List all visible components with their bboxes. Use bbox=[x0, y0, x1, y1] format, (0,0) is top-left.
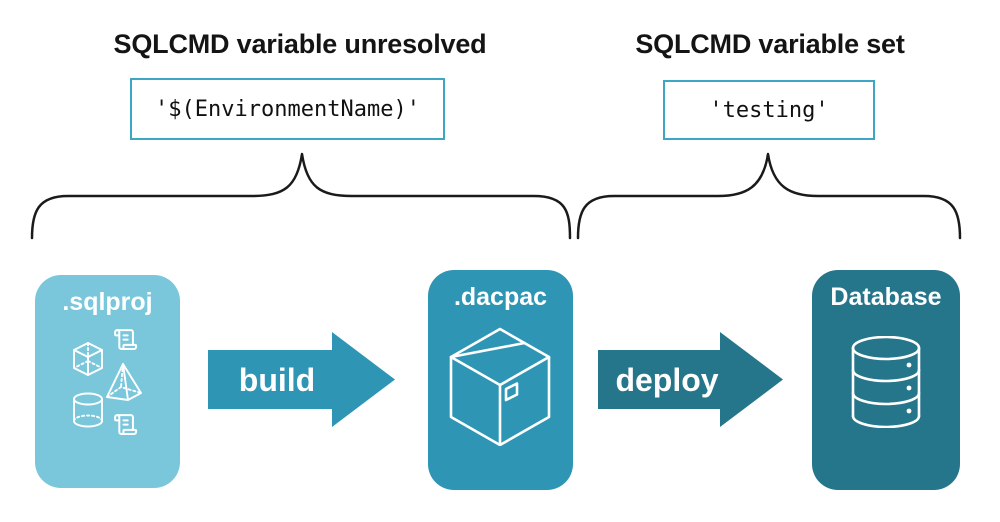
cylinder-icon bbox=[73, 392, 103, 428]
node-sqlproj: .sqlproj bbox=[35, 275, 180, 488]
node-sqlproj-label: .sqlproj bbox=[62, 288, 153, 316]
scroll-icon bbox=[114, 329, 138, 351]
pyramid-icon bbox=[106, 363, 142, 401]
cube-icon bbox=[73, 342, 103, 376]
deploy-arrow bbox=[598, 332, 783, 427]
build-arrow bbox=[208, 332, 395, 427]
code-box-environment-variable: '$(EnvironmentName)' bbox=[130, 78, 445, 140]
scroll-icon bbox=[114, 414, 138, 436]
node-dacpac: .dacpac bbox=[428, 270, 573, 490]
left-brace bbox=[30, 152, 572, 240]
node-database-label: Database bbox=[830, 283, 942, 311]
deploy-arrow-shape bbox=[598, 332, 783, 427]
heading-variable-unresolved: SQLCMD variable unresolved bbox=[113, 29, 487, 59]
database-dot bbox=[906, 408, 912, 414]
node-database: Database bbox=[812, 270, 960, 490]
database-dot bbox=[906, 362, 912, 368]
database-dot bbox=[906, 385, 912, 391]
code-box-testing-value: 'testing' bbox=[663, 80, 875, 140]
build-arrow-label: build bbox=[238, 362, 316, 398]
build-arrow-shape bbox=[208, 332, 395, 427]
package-icon bbox=[449, 327, 551, 446]
node-dacpac-label: .dacpac bbox=[453, 283, 548, 311]
sql-objects-icon bbox=[73, 329, 142, 436]
deploy-arrow-label: deploy bbox=[615, 362, 719, 398]
database-icon bbox=[851, 336, 921, 428]
heading-variable-set: SQLCMD variable set bbox=[635, 29, 905, 59]
right-brace bbox=[576, 152, 962, 240]
